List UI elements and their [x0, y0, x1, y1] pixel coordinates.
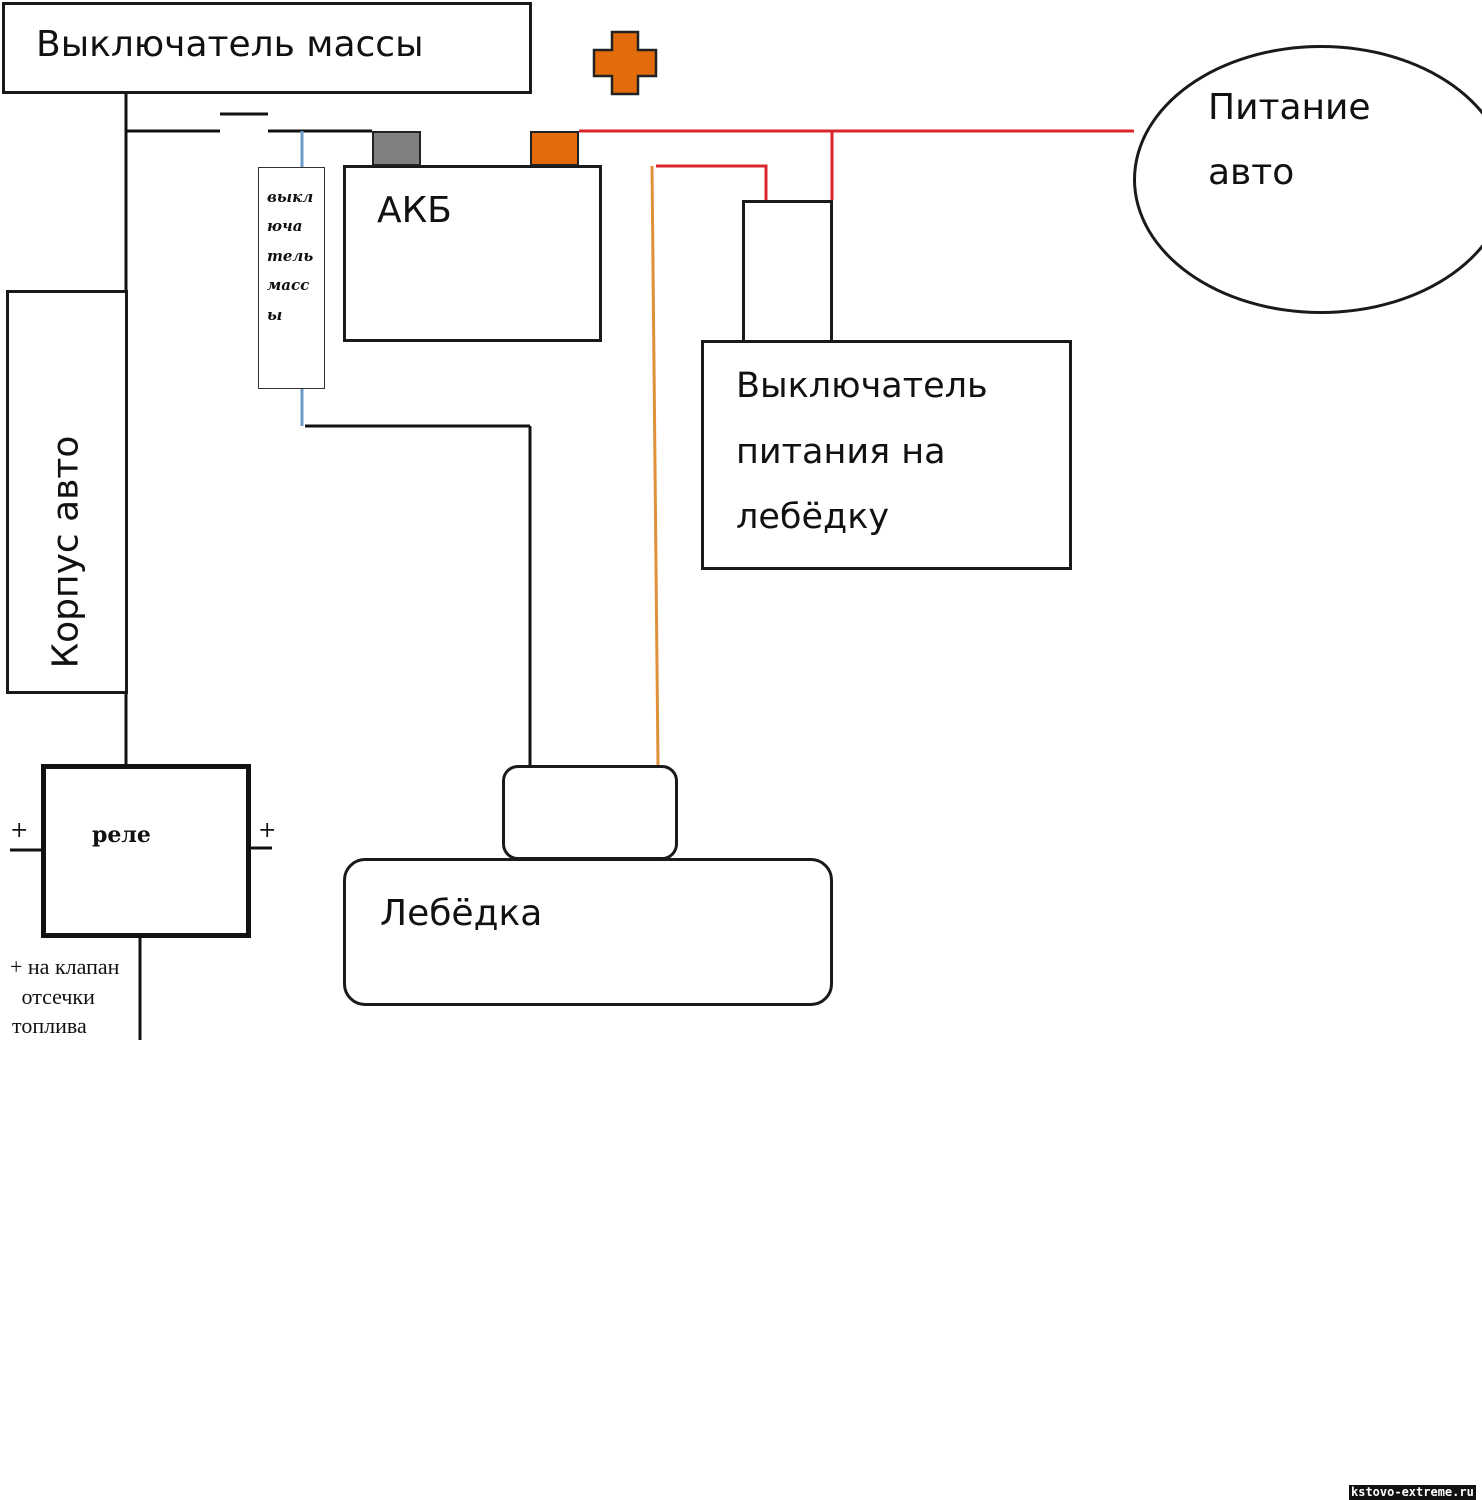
relay-note-line-1: + на клапан	[10, 954, 120, 979]
small-mass-switch-label-line-4: масс	[267, 276, 310, 294]
winch-switch-feed-wire	[656, 164, 768, 200]
relay-plus-left: +	[10, 818, 29, 843]
car-power-label-line-1: Питание	[1208, 87, 1371, 128]
winch-label: Лебёдка	[380, 893, 543, 934]
relay-plus-right: +	[258, 818, 277, 843]
small-mass-switch-box	[258, 167, 325, 389]
winch-box	[343, 858, 833, 1006]
car-body-box	[6, 290, 128, 694]
positive-terminal	[530, 131, 579, 166]
winch-motor-box	[502, 765, 678, 860]
relay-box	[41, 764, 251, 938]
winch-switch-label-line-3: лебёдку	[736, 497, 890, 537]
relay-note-line-3: топлива	[12, 1013, 87, 1038]
winch-switch-box	[701, 340, 1072, 570]
relay-label: реле	[92, 822, 151, 848]
watermark: kstovo-extreme.ru	[1349, 1485, 1476, 1500]
winch-switch-label-line-2: питания на	[736, 432, 946, 472]
small-mass-switch-label-line-1: выкл	[267, 188, 314, 206]
orange-winch-feed-wire	[650, 165, 660, 766]
car-power-ellipse	[1133, 45, 1482, 314]
winch-switch-connector	[742, 200, 833, 343]
mass-switch-box	[2, 2, 532, 94]
small-mass-switch-label-line-2: юча	[267, 217, 303, 235]
mass-switch-label: Выключатель массы	[36, 24, 424, 65]
small-mass-switch-label-line-5: ы	[267, 306, 283, 324]
negative-terminal	[372, 131, 421, 166]
battery-box	[343, 165, 602, 342]
relay-note-line-2: отсечки	[16, 984, 95, 1009]
car-power-label-line-2: авто	[1208, 152, 1295, 193]
battery-label: АКБ	[377, 190, 452, 231]
small-mass-switch-label-line-3: тель	[267, 247, 314, 265]
car-body-label: Корпус авто	[45, 435, 87, 669]
plus-icon	[592, 30, 658, 96]
winch-switch-label-line-1: Выключатель	[736, 366, 988, 406]
